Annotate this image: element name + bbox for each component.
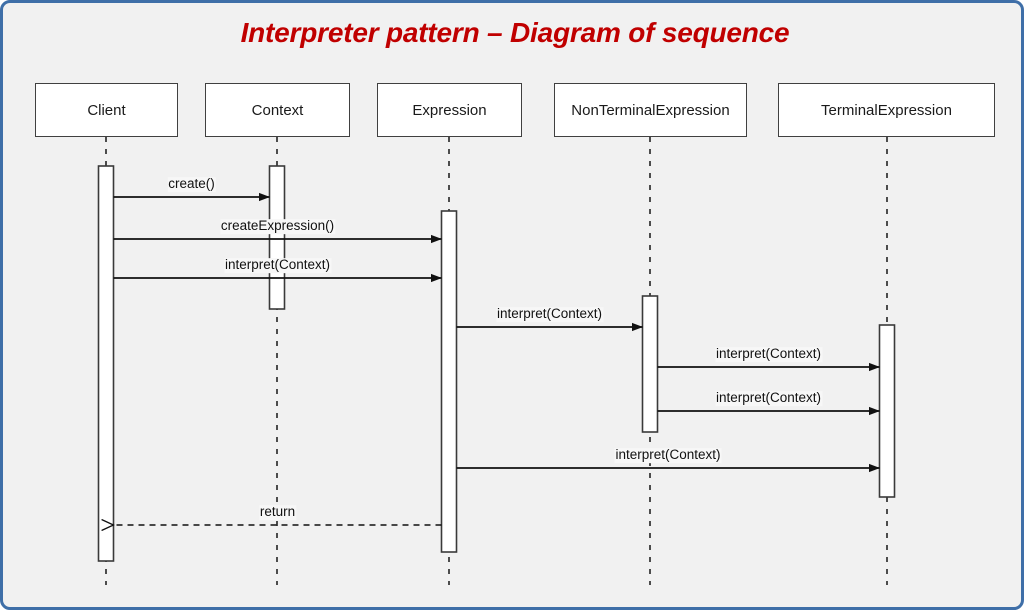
participant-box-client[interactable]: Client — [35, 83, 178, 137]
page-title: Interpreter pattern – Diagram of sequenc… — [240, 17, 790, 48]
participant-box-context[interactable]: Context — [205, 83, 350, 137]
participant-label: Client — [87, 101, 126, 119]
activation-bar-expression[interactable] — [440, 210, 458, 553]
participant-label: TerminalExpression — [821, 101, 952, 119]
participant-box-terminal[interactable]: TerminalExpression — [778, 83, 995, 137]
participant-label: Expression — [412, 101, 487, 119]
activation-bar-context[interactable] — [268, 165, 286, 310]
activation-bar-terminal[interactable] — [878, 324, 896, 498]
message-label-4: interpret(Context) — [495, 306, 604, 322]
activation-bar-client[interactable] — [97, 165, 115, 562]
participant-box-expression[interactable]: Expression — [377, 83, 522, 137]
messages-group — [114, 192, 880, 525]
participant-label: Context — [251, 101, 304, 119]
participant-label: NonTerminalExpression — [571, 101, 730, 119]
message-label-1: create() — [167, 176, 216, 192]
activation-bar-nonterminal[interactable] — [641, 295, 659, 433]
message-label-7: interpret(Context) — [614, 447, 722, 463]
message-label-5: interpret(Context) — [714, 346, 823, 362]
participant-box-nonterminal[interactable]: NonTerminalExpression — [554, 83, 747, 137]
message-label-2: createExpression() — [219, 218, 336, 234]
activation-bars-group — [97, 165, 896, 562]
message-label-3: interpret(Context) — [223, 257, 332, 273]
message-label-8: return — [258, 504, 297, 520]
message-label-6: interpret(Context) — [714, 390, 823, 406]
diagram-vector-layer — [97, 137, 896, 585]
